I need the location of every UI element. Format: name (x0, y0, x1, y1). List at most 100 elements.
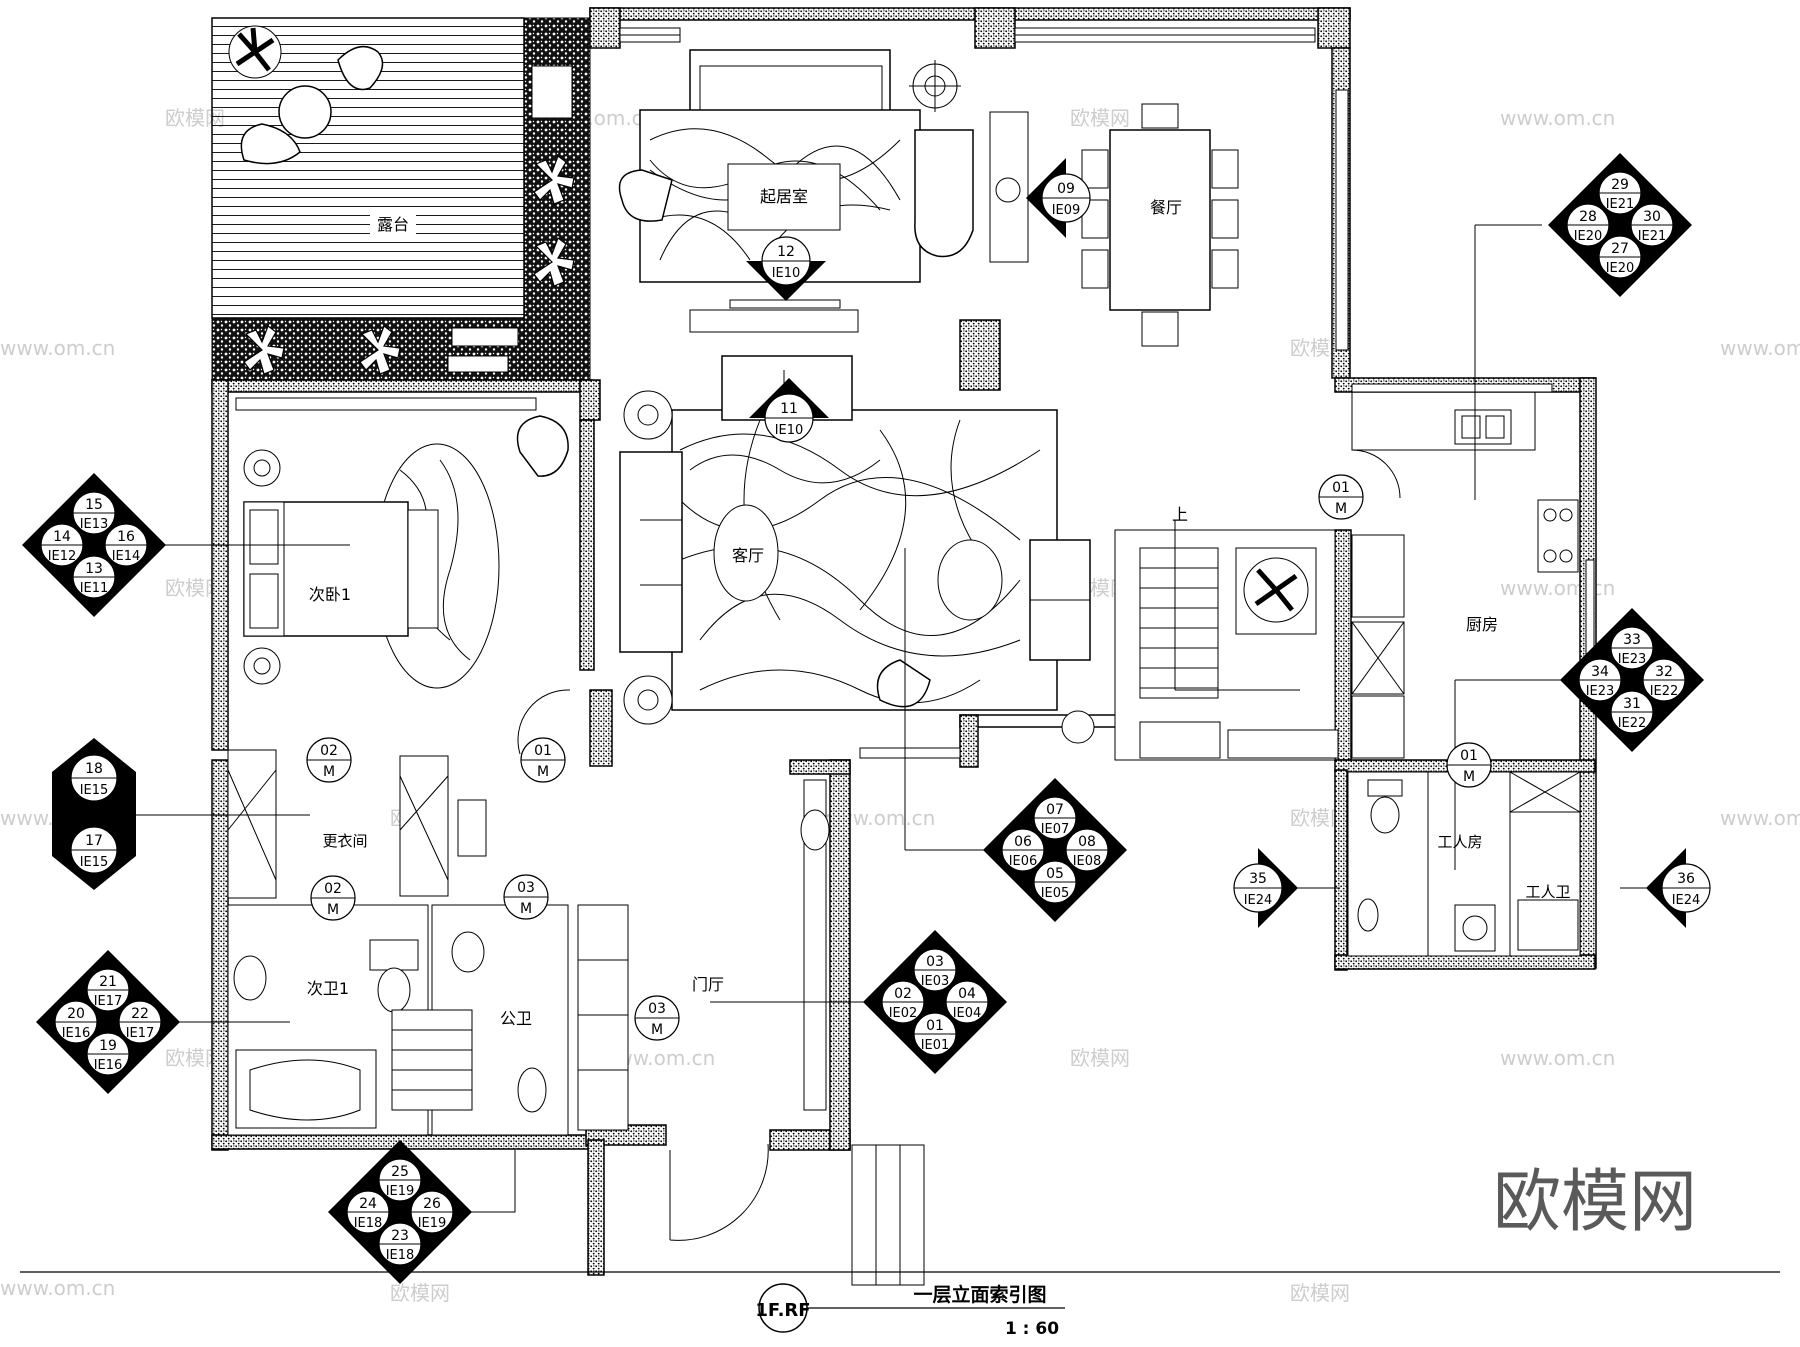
marker-number: 23 (391, 1228, 409, 1244)
marker-number: 21 (99, 974, 117, 990)
dining-chair (1081, 149, 1109, 189)
armchair (618, 169, 673, 222)
marker-sheet: IE13 (80, 517, 109, 532)
coffee-table (937, 539, 1003, 621)
watermark: www.om.cn (1500, 106, 1615, 130)
marker-sheet: IE23 (1618, 652, 1647, 667)
marker-sheet: IE01 (921, 1038, 950, 1053)
marker-number: 26 (423, 1196, 441, 1212)
door-number: 01 (534, 743, 552, 759)
dining-chair (1211, 149, 1239, 189)
marker-sheet: IE11 (80, 581, 109, 596)
marker-number: 02 (894, 986, 912, 1002)
room-label-foyer: 门厅 (692, 975, 724, 994)
marker-number: 12 (777, 244, 795, 260)
plant-icon (243, 325, 285, 375)
bedroom-area: 次卧1 (243, 415, 571, 755)
stair-up-label: 上 (1172, 505, 1188, 524)
marker-sheet: IE23 (1586, 684, 1615, 699)
marker-sheet: IE19 (418, 1216, 447, 1231)
door-code: M (1335, 501, 1347, 517)
marker-number: 04 (958, 986, 976, 1002)
shoe-cabinet (577, 904, 629, 1131)
brand-logo: 欧模网 (1493, 1163, 1697, 1242)
door-code: M (1463, 769, 1475, 785)
coffee-table (713, 504, 779, 602)
marker-sheet: IE17 (126, 1026, 155, 1041)
marker-number: 05 (1046, 866, 1064, 882)
watermark: 欧模网 (1290, 1281, 1350, 1305)
door-code: M (323, 764, 335, 780)
marker-sheet: IE20 (1606, 261, 1635, 276)
door-tag: 02M (310, 875, 356, 921)
marker-number: 13 (85, 561, 103, 577)
marker-sheet: IE24 (1672, 893, 1701, 908)
marker-number: 22 (131, 1006, 149, 1022)
armchair (876, 659, 931, 708)
dining-chair (1211, 249, 1239, 289)
plant-icon (533, 237, 575, 287)
windows (235, 27, 1595, 759)
watermark: www.om.cn (1500, 576, 1615, 600)
marker-number: 09 (1057, 181, 1075, 197)
marker-number: 01 (926, 1018, 944, 1034)
room-label-public-wc: 公卫 (500, 1009, 532, 1028)
bathtub (235, 1049, 377, 1129)
door-tag: 01M (520, 737, 566, 783)
dining-area: 餐厅 (1081, 103, 1239, 347)
staircase: 上 (1114, 505, 1339, 761)
room-label-dining: 餐厅 (1150, 198, 1182, 217)
door-number: 03 (517, 880, 535, 896)
bench (407, 509, 439, 629)
marker-number: 36 (1677, 871, 1695, 887)
marker-number: 15 (85, 497, 103, 513)
marker-number: 14 (53, 529, 71, 545)
marker-number: 27 (1611, 241, 1629, 257)
marker-sheet: IE09 (1052, 203, 1081, 218)
marker-number: 08 (1078, 834, 1096, 850)
maid-quarters: 工人房 工人卫 (1347, 771, 1581, 957)
lounge-chair (240, 123, 301, 165)
room-label-kitchen: 厨房 (1466, 615, 1498, 634)
plant-icon (359, 325, 401, 375)
marker-number: 31 (1623, 696, 1641, 712)
marker-number: 18 (85, 761, 103, 777)
door-code: M (537, 764, 549, 780)
marker-number: 19 (99, 1038, 117, 1054)
marker-number: 29 (1611, 177, 1629, 193)
room-label-bath2: 次卫1 (307, 979, 349, 998)
door-code: M (327, 902, 339, 918)
room-label-dressing: 更衣间 (322, 832, 367, 850)
plant-icon (228, 25, 282, 79)
marker-sheet: IE12 (48, 549, 77, 564)
marker-sheet: IE14 (112, 549, 141, 564)
shower (391, 1009, 473, 1111)
marker-number: 17 (85, 833, 103, 849)
dining-chair (1211, 199, 1239, 239)
room-label-living: 客厅 (732, 546, 764, 565)
door-code: M (520, 901, 532, 917)
watermark: www.om.cn (0, 336, 115, 360)
marker-sheet: IE08 (1073, 854, 1102, 869)
sofa (619, 451, 683, 653)
marker-sheet: IE10 (775, 423, 804, 438)
marker-sheet: IE20 (1574, 229, 1603, 244)
marker-number: 03 (926, 954, 944, 970)
marker-number: 07 (1046, 802, 1064, 818)
watermark: 欧模网 (390, 1281, 450, 1305)
watermark: www.om.cn (1500, 1046, 1615, 1070)
watermark: www.om.cn (1720, 806, 1800, 830)
living-room: 客厅 (619, 355, 1095, 744)
